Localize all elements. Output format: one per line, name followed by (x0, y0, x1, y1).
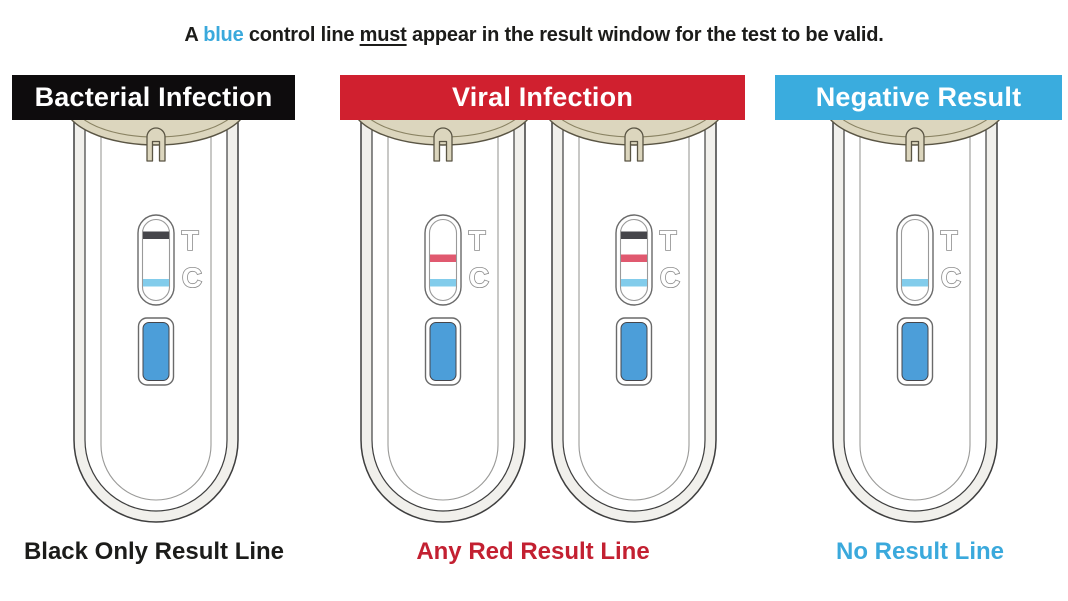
device-inner-groove (859, 78, 971, 501)
black-result-line (621, 231, 647, 239)
test-device-negative: T C (820, 78, 1010, 528)
blue-button (429, 322, 457, 381)
blue-button (142, 322, 170, 381)
red-result-line (430, 254, 456, 262)
control-line-letter: C (660, 262, 680, 293)
device-cap-clip (905, 127, 925, 162)
device-inner-groove (387, 78, 499, 501)
test-device-bacterial: T C (61, 78, 251, 528)
control-line-letter: C (182, 262, 202, 293)
control-line-letter: C (941, 262, 961, 293)
blue-result-line (621, 279, 647, 287)
title-part1: A (184, 24, 204, 46)
header-negative-result: Negative Result (775, 75, 1062, 120)
blue-button (901, 322, 929, 381)
blue-result-line (143, 279, 169, 287)
result-window-inner (900, 218, 930, 302)
test-line-letter: T (181, 225, 198, 256)
test-line-letter: T (659, 225, 676, 256)
result-label-negative: No Result Line (835, 538, 1004, 565)
black-result-line (143, 231, 169, 239)
device-cap-clip (624, 127, 644, 162)
result-label-viral: Any Red Result Line (416, 538, 650, 565)
blue-button (620, 322, 648, 381)
device-cap-clip (146, 127, 166, 162)
test-device-viral-red-line: T C (348, 78, 538, 528)
device-inner-groove (578, 78, 690, 501)
header-bacterial-infection: Bacterial Infection (12, 75, 295, 120)
result-label-bacterial: Black Only Result Line (23, 538, 285, 565)
title-blue-word: blue (203, 24, 244, 46)
header-viral-infection: Viral Infection (340, 75, 745, 120)
test-device-viral-black-red-lines: T C (539, 78, 729, 528)
device-inner-groove (100, 78, 212, 501)
device-cap-clip (433, 127, 453, 162)
title-underlined-word: must (359, 24, 407, 46)
page-title: A blue control line must appear in the r… (0, 24, 1068, 47)
title-part2: control line (243, 24, 360, 46)
test-line-letter: T (468, 225, 485, 256)
title-part3: appear in the result window for the test… (406, 24, 884, 46)
blue-result-line (430, 279, 456, 287)
test-line-letter: T (940, 225, 957, 256)
control-line-letter: C (469, 262, 489, 293)
blue-result-line (902, 279, 928, 287)
red-result-line (621, 254, 647, 262)
